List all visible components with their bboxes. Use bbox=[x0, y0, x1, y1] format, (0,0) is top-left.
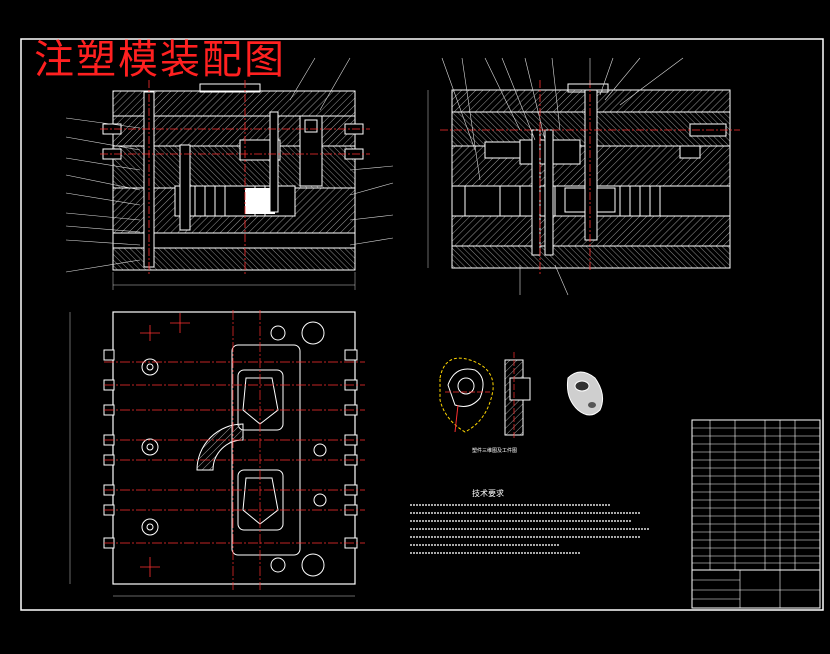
outer-frame bbox=[20, 38, 824, 611]
part-caption: 塑件三维图及工件图 bbox=[472, 448, 518, 454]
part-detail-views bbox=[439, 352, 604, 440]
tech-requirements-title: 技术要求 bbox=[472, 489, 504, 498]
side-section-view bbox=[427, 57, 740, 296]
front-section-view bbox=[65, 57, 394, 290]
drawing-title: 注塑模装配图 bbox=[34, 37, 286, 83]
bill-of-materials-table bbox=[691, 419, 821, 609]
tech-requirements-text bbox=[410, 504, 650, 554]
plan-view bbox=[69, 310, 365, 597]
